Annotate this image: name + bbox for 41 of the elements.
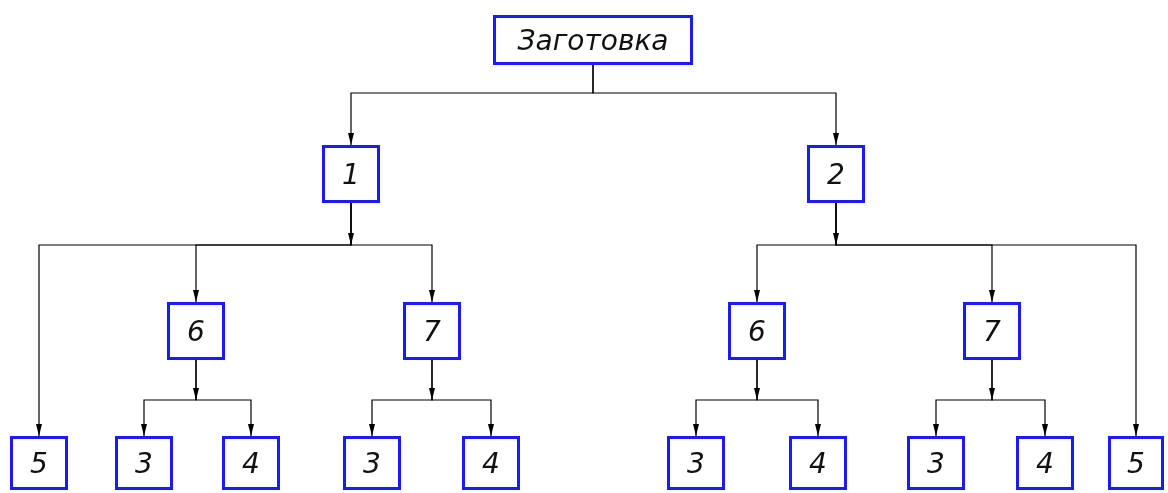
process-box <box>403 302 461 360</box>
process-box <box>222 436 280 490</box>
box-label: 6 <box>748 314 766 348</box>
process-box <box>322 145 380 203</box>
box-label: 3 <box>687 446 705 480</box>
box-label: Заготовка <box>517 23 669 57</box>
arrow <box>195 359 254 437</box>
arrow <box>592 64 839 146</box>
process-box <box>167 302 225 360</box>
box-label: 3 <box>363 446 381 480</box>
box-label: 1 <box>342 157 360 191</box>
arrow <box>991 359 1048 437</box>
process-box <box>728 302 786 360</box>
arrow <box>431 359 494 437</box>
process-box <box>667 436 725 490</box>
arrow <box>350 202 435 303</box>
process-box <box>907 436 965 490</box>
box-label: 4 <box>482 446 500 480</box>
box-label: 4 <box>1036 446 1054 480</box>
box-label: 5 <box>1127 446 1145 480</box>
box-label: 3 <box>927 446 945 480</box>
process-box <box>1016 436 1074 490</box>
box-label: 6 <box>187 314 205 348</box>
arrow <box>835 202 1139 437</box>
process-box <box>963 302 1021 360</box>
box-label: 7 <box>423 314 441 348</box>
process-box <box>493 15 693 65</box>
process-box <box>10 436 68 490</box>
box-label: 4 <box>809 446 827 480</box>
box-label: 4 <box>242 446 260 480</box>
process-box <box>807 145 865 203</box>
process-box <box>115 436 173 490</box>
box-label: 5 <box>30 446 48 480</box>
box-label: 3 <box>135 446 153 480</box>
arrow <box>756 359 821 437</box>
process-box <box>462 436 520 490</box>
box-label: 2 <box>827 157 845 191</box>
process-box <box>789 436 847 490</box>
box-label: 7 <box>983 314 1001 348</box>
process-box <box>1108 436 1164 490</box>
process-box <box>343 436 401 490</box>
